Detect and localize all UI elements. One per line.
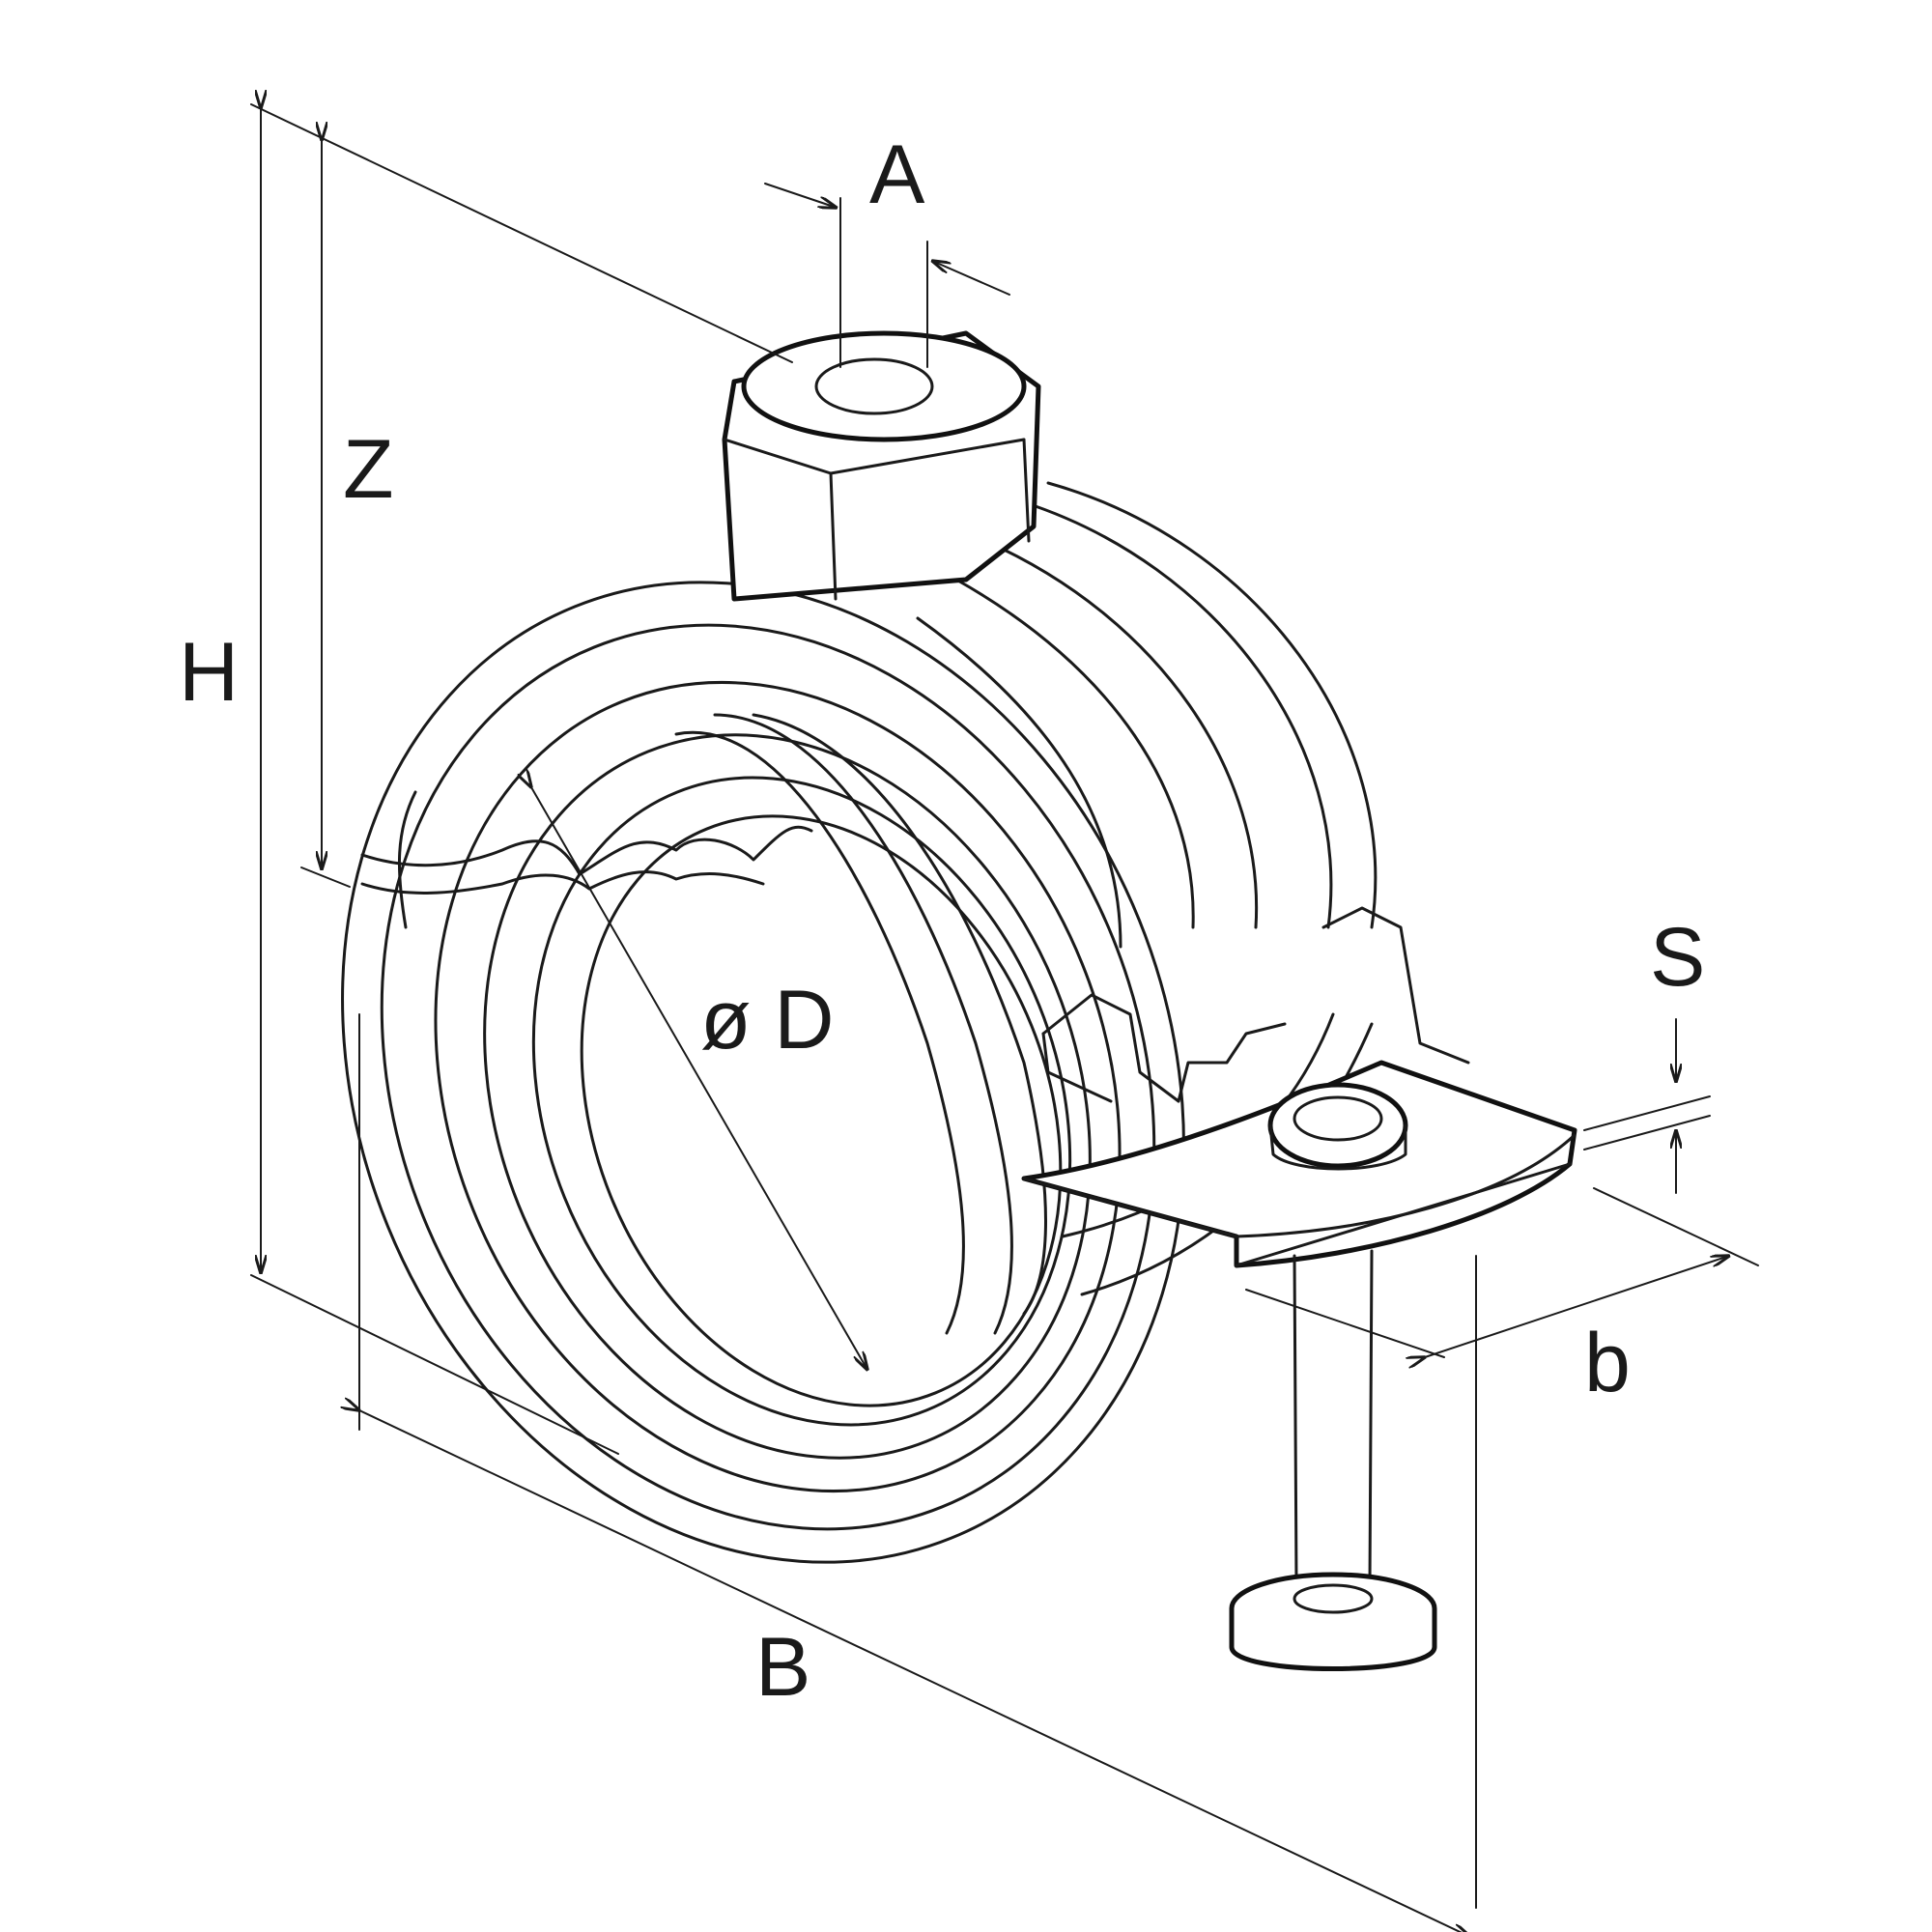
hex-nut <box>722 330 1041 602</box>
dimension-labels: A Z H ø D S b B <box>179 128 1705 1714</box>
label-Z: Z <box>343 423 394 516</box>
label-S: S <box>1650 911 1705 1004</box>
label-A: A <box>869 128 925 221</box>
pipe-clamp-drawing <box>341 330 1577 1671</box>
label-B: B <box>755 1621 810 1714</box>
clamp-bolt <box>1229 1249 1437 1671</box>
clamp-side-wings <box>1041 906 1470 1103</box>
label-b: b <box>1584 1317 1631 1409</box>
label-D: ø D <box>700 974 835 1066</box>
flange-plate <box>1021 1060 1577 1268</box>
label-H: H <box>179 626 239 719</box>
clamp-front-ring <box>341 581 1185 1564</box>
dimension-lines <box>250 104 1759 1932</box>
